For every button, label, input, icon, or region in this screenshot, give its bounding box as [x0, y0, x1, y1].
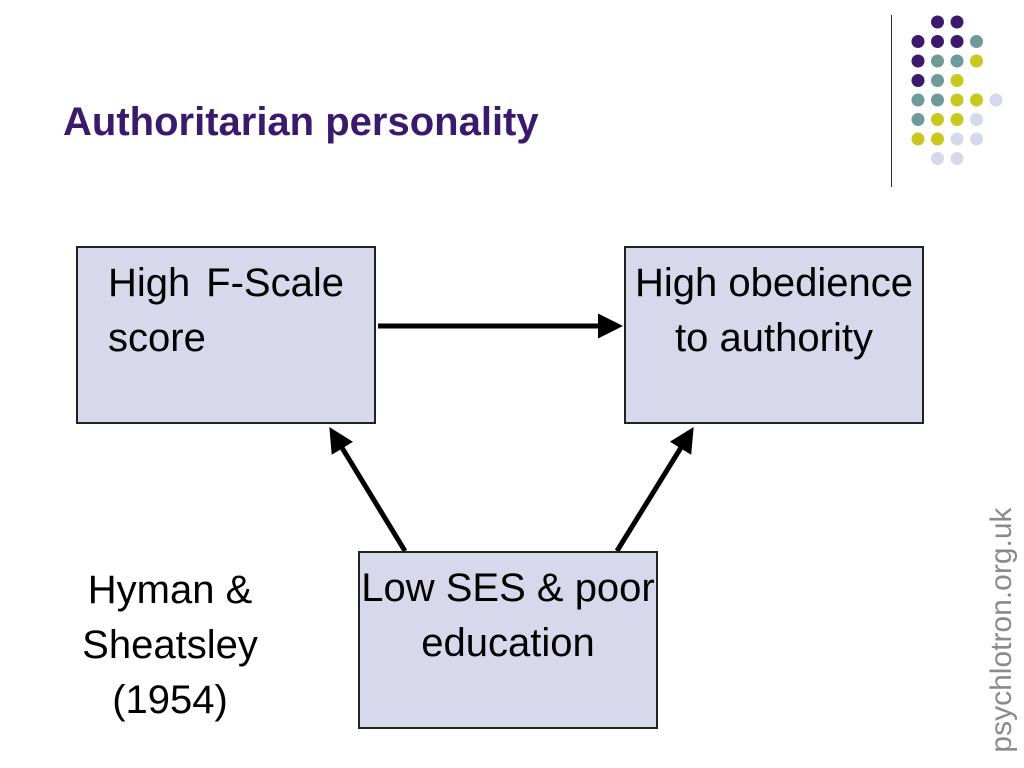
decor-dot [970, 113, 983, 126]
decor-dot [911, 74, 925, 87]
decor-dot [931, 54, 944, 68]
citation: Hyman & Sheatsley (1954) [50, 563, 290, 728]
decor-dot [970, 54, 983, 68]
decor-dot [950, 152, 964, 165]
node-high-fscale-score: High F-Scale score [76, 246, 376, 424]
slide-title: Authoritarian personality [63, 100, 539, 144]
decor-dot [911, 132, 925, 146]
decor-dot [911, 35, 925, 48]
node-low-ses: Low SES & poor education [358, 551, 658, 729]
node-high-obedience: High obedience to authority [624, 246, 924, 424]
citation-line-year: (1954) [112, 678, 228, 722]
decor-dot [931, 35, 944, 48]
decor-dot [931, 152, 944, 165]
decor-dot [970, 35, 983, 48]
decor-dot [931, 113, 944, 126]
title-divider-line [891, 15, 892, 187]
decor-dot [931, 132, 944, 146]
decor-dot [950, 113, 964, 126]
watermark: psychlotron.org.uk [985, 507, 1018, 753]
decor-dot [950, 74, 964, 87]
decor-dot [931, 15, 944, 29]
arrow-ses-to-fscale [329, 427, 408, 553]
decor-dot [931, 93, 944, 107]
citation-line-authors-2: Sheatsley [82, 623, 258, 667]
decor-dot [989, 93, 1003, 107]
decor-dot [911, 113, 925, 126]
citation-line-authors-1: Hyman & [87, 568, 253, 612]
decor-dot [950, 93, 964, 107]
arrow-ses-to-obedience [614, 427, 694, 553]
decor-dot [911, 93, 925, 107]
decor-dot [931, 74, 944, 87]
decor-dot [950, 35, 964, 48]
decor-dot [950, 54, 964, 68]
decor-dot [950, 15, 964, 29]
decor-dot [950, 132, 964, 146]
decor-dot [970, 93, 983, 107]
decor-dot [911, 54, 925, 68]
decor-dot [970, 132, 983, 146]
